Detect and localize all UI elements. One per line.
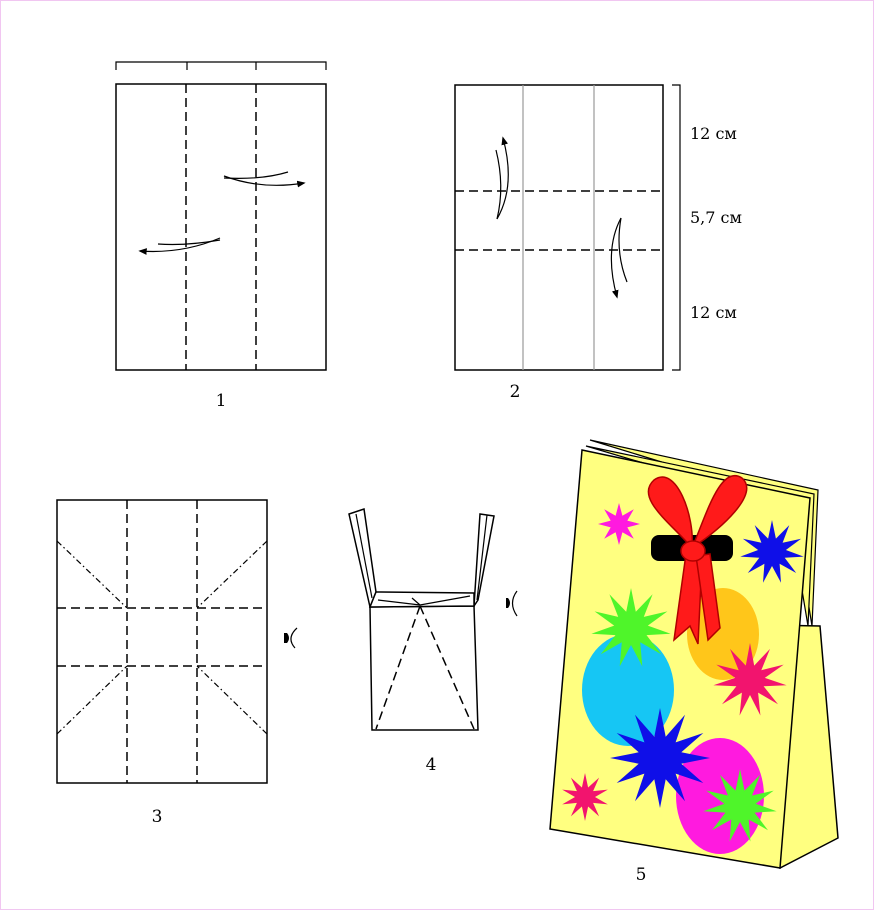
dimension-top: 12 см	[690, 124, 737, 143]
step-label-4: 4	[426, 755, 437, 775]
fold-line	[375, 605, 421, 730]
step-1-diagram	[115, 61, 327, 371]
diagonal-fold	[196, 540, 268, 609]
height-bracket	[672, 84, 681, 371]
fold-arrow-tail	[157, 239, 221, 246]
fold-arrow-tail	[618, 217, 628, 283]
step-label-3: 3	[152, 807, 163, 827]
star-magenta-small	[598, 503, 640, 545]
bow-loop-left	[647, 476, 694, 550]
star-blue-large	[610, 708, 710, 808]
bow	[647, 475, 748, 645]
bow-ribbon-right	[695, 553, 721, 642]
step-3-diagram	[56, 499, 298, 784]
paper-sheet	[115, 83, 327, 371]
left-flap	[348, 508, 377, 610]
stars-layer	[562, 503, 804, 842]
finished-gift-bag	[549, 439, 839, 870]
width-bracket	[115, 61, 327, 70]
step-label-2: 2	[510, 382, 521, 402]
bow-knot	[680, 540, 706, 562]
dimension-bottom: 12 см	[690, 303, 737, 322]
diagonal-fold	[56, 665, 128, 735]
egg-cyan	[582, 634, 674, 746]
diagonal-fold	[196, 665, 268, 735]
fold-arrow-tail	[223, 171, 289, 179]
fold-arrow-down	[610, 217, 622, 299]
star-pink-small	[562, 773, 608, 821]
fold-arrow-tail	[495, 149, 502, 220]
right-flap	[473, 513, 495, 609]
eye-icon	[506, 590, 518, 617]
bag-body	[369, 605, 479, 731]
bow-loop-right	[690, 475, 748, 551]
star-pink	[713, 643, 787, 716]
step-2-diagram	[454, 84, 681, 371]
step-label-5: 5	[636, 865, 647, 885]
paper-sheet	[56, 499, 268, 784]
fold-arrow-up	[496, 136, 509, 220]
fold-line	[419, 605, 475, 730]
star-green-small	[703, 769, 777, 842]
star-blue	[740, 520, 804, 583]
dimension-middle: 5,7 см	[690, 208, 742, 227]
eye-icon	[284, 627, 298, 649]
paper-sheet	[454, 84, 664, 371]
star-green	[591, 588, 671, 667]
step-label-1: 1	[216, 391, 227, 411]
diagonal-fold	[56, 540, 128, 609]
step-4-diagram	[348, 508, 518, 731]
bag-rim	[368, 591, 475, 608]
